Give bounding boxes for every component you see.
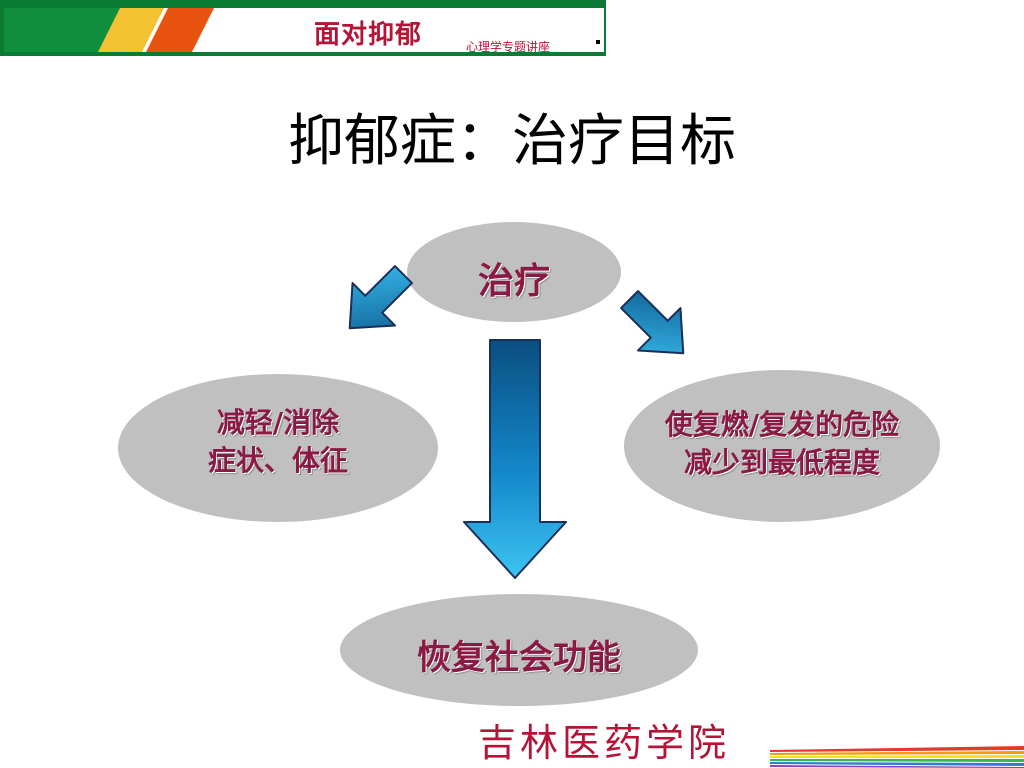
arrow-down-icon	[463, 339, 567, 579]
footer-school-name: 吉林医药学院	[478, 721, 731, 765]
symptom-relief-ellipse	[118, 374, 438, 522]
symptom-relief-line1: 减轻/消除	[216, 406, 340, 439]
header-banner	[0, 0, 606, 56]
header-subtitle: 心理学专题讲座	[466, 40, 551, 54]
header-title: 面对抑郁	[314, 20, 423, 50]
relapse-risk-ellipse	[624, 370, 940, 522]
relapse-risk-line1: 使复燃/复发的危险	[664, 408, 900, 441]
arrow-down-right-icon	[620, 290, 685, 355]
social-function-ellipse	[340, 594, 698, 706]
symptom-relief-line2: 症状、体征	[207, 444, 348, 477]
social-function-label: 恢复社会功能	[417, 638, 621, 678]
relapse-risk-label: 使复燃/复发的危险 减少到最低程度	[624, 406, 940, 482]
treatment-ellipse	[407, 222, 621, 322]
treatment-label: 治疗	[477, 261, 550, 302]
footer-rainbow-stripes	[770, 746, 1024, 768]
slide-title: 抑郁症：治疗目标	[288, 109, 736, 174]
symptom-relief-label: 减轻/消除 症状、体征	[118, 404, 438, 480]
arrow-down-left-icon	[348, 265, 413, 330]
relapse-risk-line2: 减少到最低程度	[683, 446, 880, 479]
